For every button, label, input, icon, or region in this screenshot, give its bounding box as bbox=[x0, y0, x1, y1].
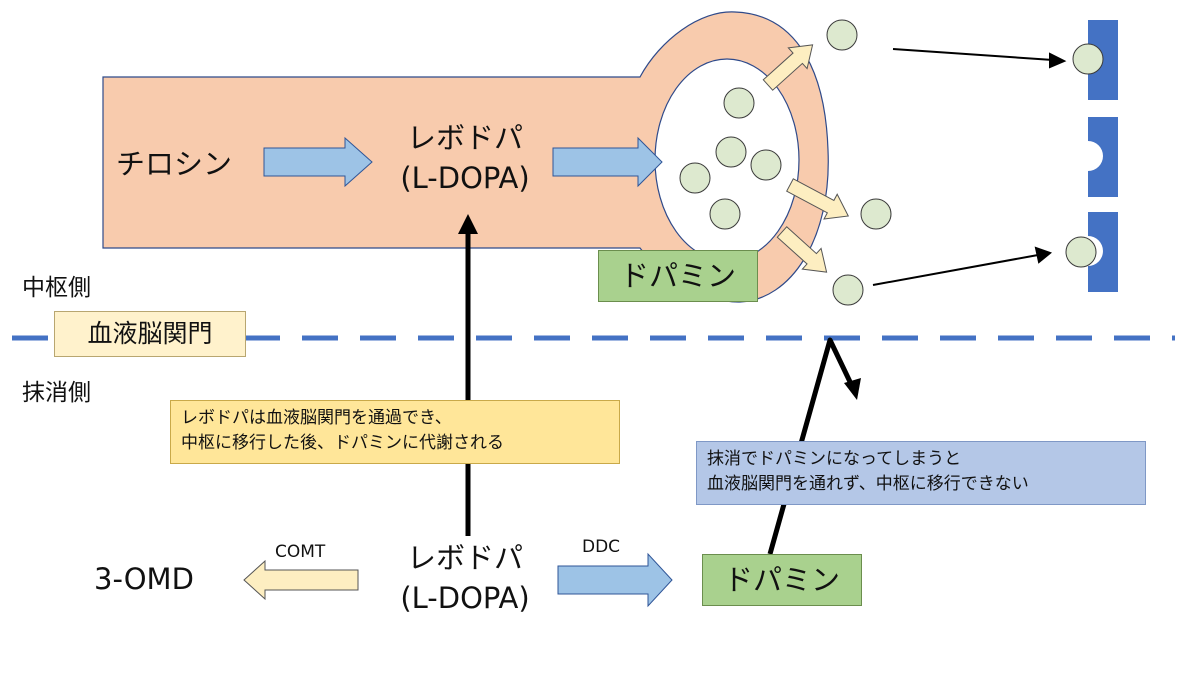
levodopa-central-label: レボドパ (L-DOPA) bbox=[375, 118, 555, 198]
levodopa-peripheral-label: レボドパ (L-DOPA) bbox=[375, 538, 555, 618]
peripheral-side-label: 抹消側 bbox=[22, 380, 91, 406]
binding-arrow bbox=[892, 48, 1054, 61]
receptor bbox=[1088, 117, 1118, 197]
release-arrow bbox=[776, 226, 828, 273]
release-arrow bbox=[762, 44, 814, 91]
arrowhead bbox=[458, 214, 478, 234]
bbb-label-box: 血液脳関門 bbox=[54, 311, 246, 357]
dopamine-molecule bbox=[832, 274, 864, 306]
receptors bbox=[1065, 20, 1118, 292]
bbb-label: 血液脳関門 bbox=[87, 319, 213, 348]
dopamine-molecule bbox=[826, 19, 858, 51]
dopamine-note: 抹消でドパミンになってしまうと 血液脳関門を通れず、中枢に移行できない bbox=[696, 441, 1146, 505]
released-dopamine bbox=[826, 19, 892, 306]
levodopa-central-abbrev: (L-DOPA) bbox=[400, 161, 530, 195]
levodopa-note-line2: 中枢に移行した後、ドパミンに代謝される bbox=[181, 433, 504, 453]
binding-arrow bbox=[872, 254, 1039, 286]
dopamine-molecule bbox=[860, 198, 892, 230]
dopamine-note-line2: 血液脳関門を通れず、中枢に移行できない bbox=[707, 474, 1029, 494]
levodopa-to-omd-arrow bbox=[243, 559, 359, 601]
levodopa-note-line1: レボドパは血液脳関門を通過でき、 bbox=[181, 408, 452, 428]
ddc-label: DDC bbox=[582, 537, 621, 557]
vesicle bbox=[750, 149, 782, 181]
levodopa-to-vesicle-arrow bbox=[552, 136, 663, 188]
tyrosine-label: チロシン bbox=[116, 147, 233, 181]
levodopa-central-name: レボドパ bbox=[406, 121, 523, 155]
release-arrow bbox=[786, 178, 850, 220]
comt-label: COMT bbox=[275, 542, 326, 562]
arrowhead bbox=[844, 378, 861, 400]
omd-label: 3-OMD bbox=[94, 562, 194, 596]
levodopa-peripheral-abbrev: (L-DOPA) bbox=[400, 581, 530, 615]
dopamine-central-box: ドパミン bbox=[598, 250, 758, 302]
vesicle bbox=[709, 198, 741, 230]
vesicle bbox=[723, 87, 755, 119]
levodopa-to-dopamine-arrow bbox=[557, 552, 673, 608]
binding-arrows bbox=[872, 48, 1067, 286]
dopamine-note-line1: 抹消でドパミンになってしまうと bbox=[707, 449, 962, 469]
release-arrows bbox=[762, 44, 850, 273]
vesicle bbox=[715, 136, 747, 168]
dopamine-central-label: ドパミン bbox=[619, 259, 736, 293]
arrowhead bbox=[1049, 52, 1067, 69]
central-side-label: 中枢側 bbox=[22, 275, 91, 301]
receptor bbox=[1088, 212, 1118, 292]
bound-dopamine bbox=[1065, 236, 1097, 268]
tyrosine-to-levodopa-arrow bbox=[263, 136, 373, 188]
bound-dopamine bbox=[1072, 43, 1104, 75]
arrowhead bbox=[1034, 246, 1053, 264]
dopamine-peripheral-label: ドパミン bbox=[723, 563, 840, 597]
levodopa-note: レボドパは血液脳関門を通過でき、 中枢に移行した後、ドパミンに代謝される bbox=[170, 400, 620, 464]
vesicle bbox=[679, 162, 711, 194]
levodopa-peripheral-name: レボドパ bbox=[406, 541, 523, 575]
dopamine-peripheral-box: ドパミン bbox=[702, 554, 862, 606]
inner-vesicles bbox=[679, 87, 782, 230]
